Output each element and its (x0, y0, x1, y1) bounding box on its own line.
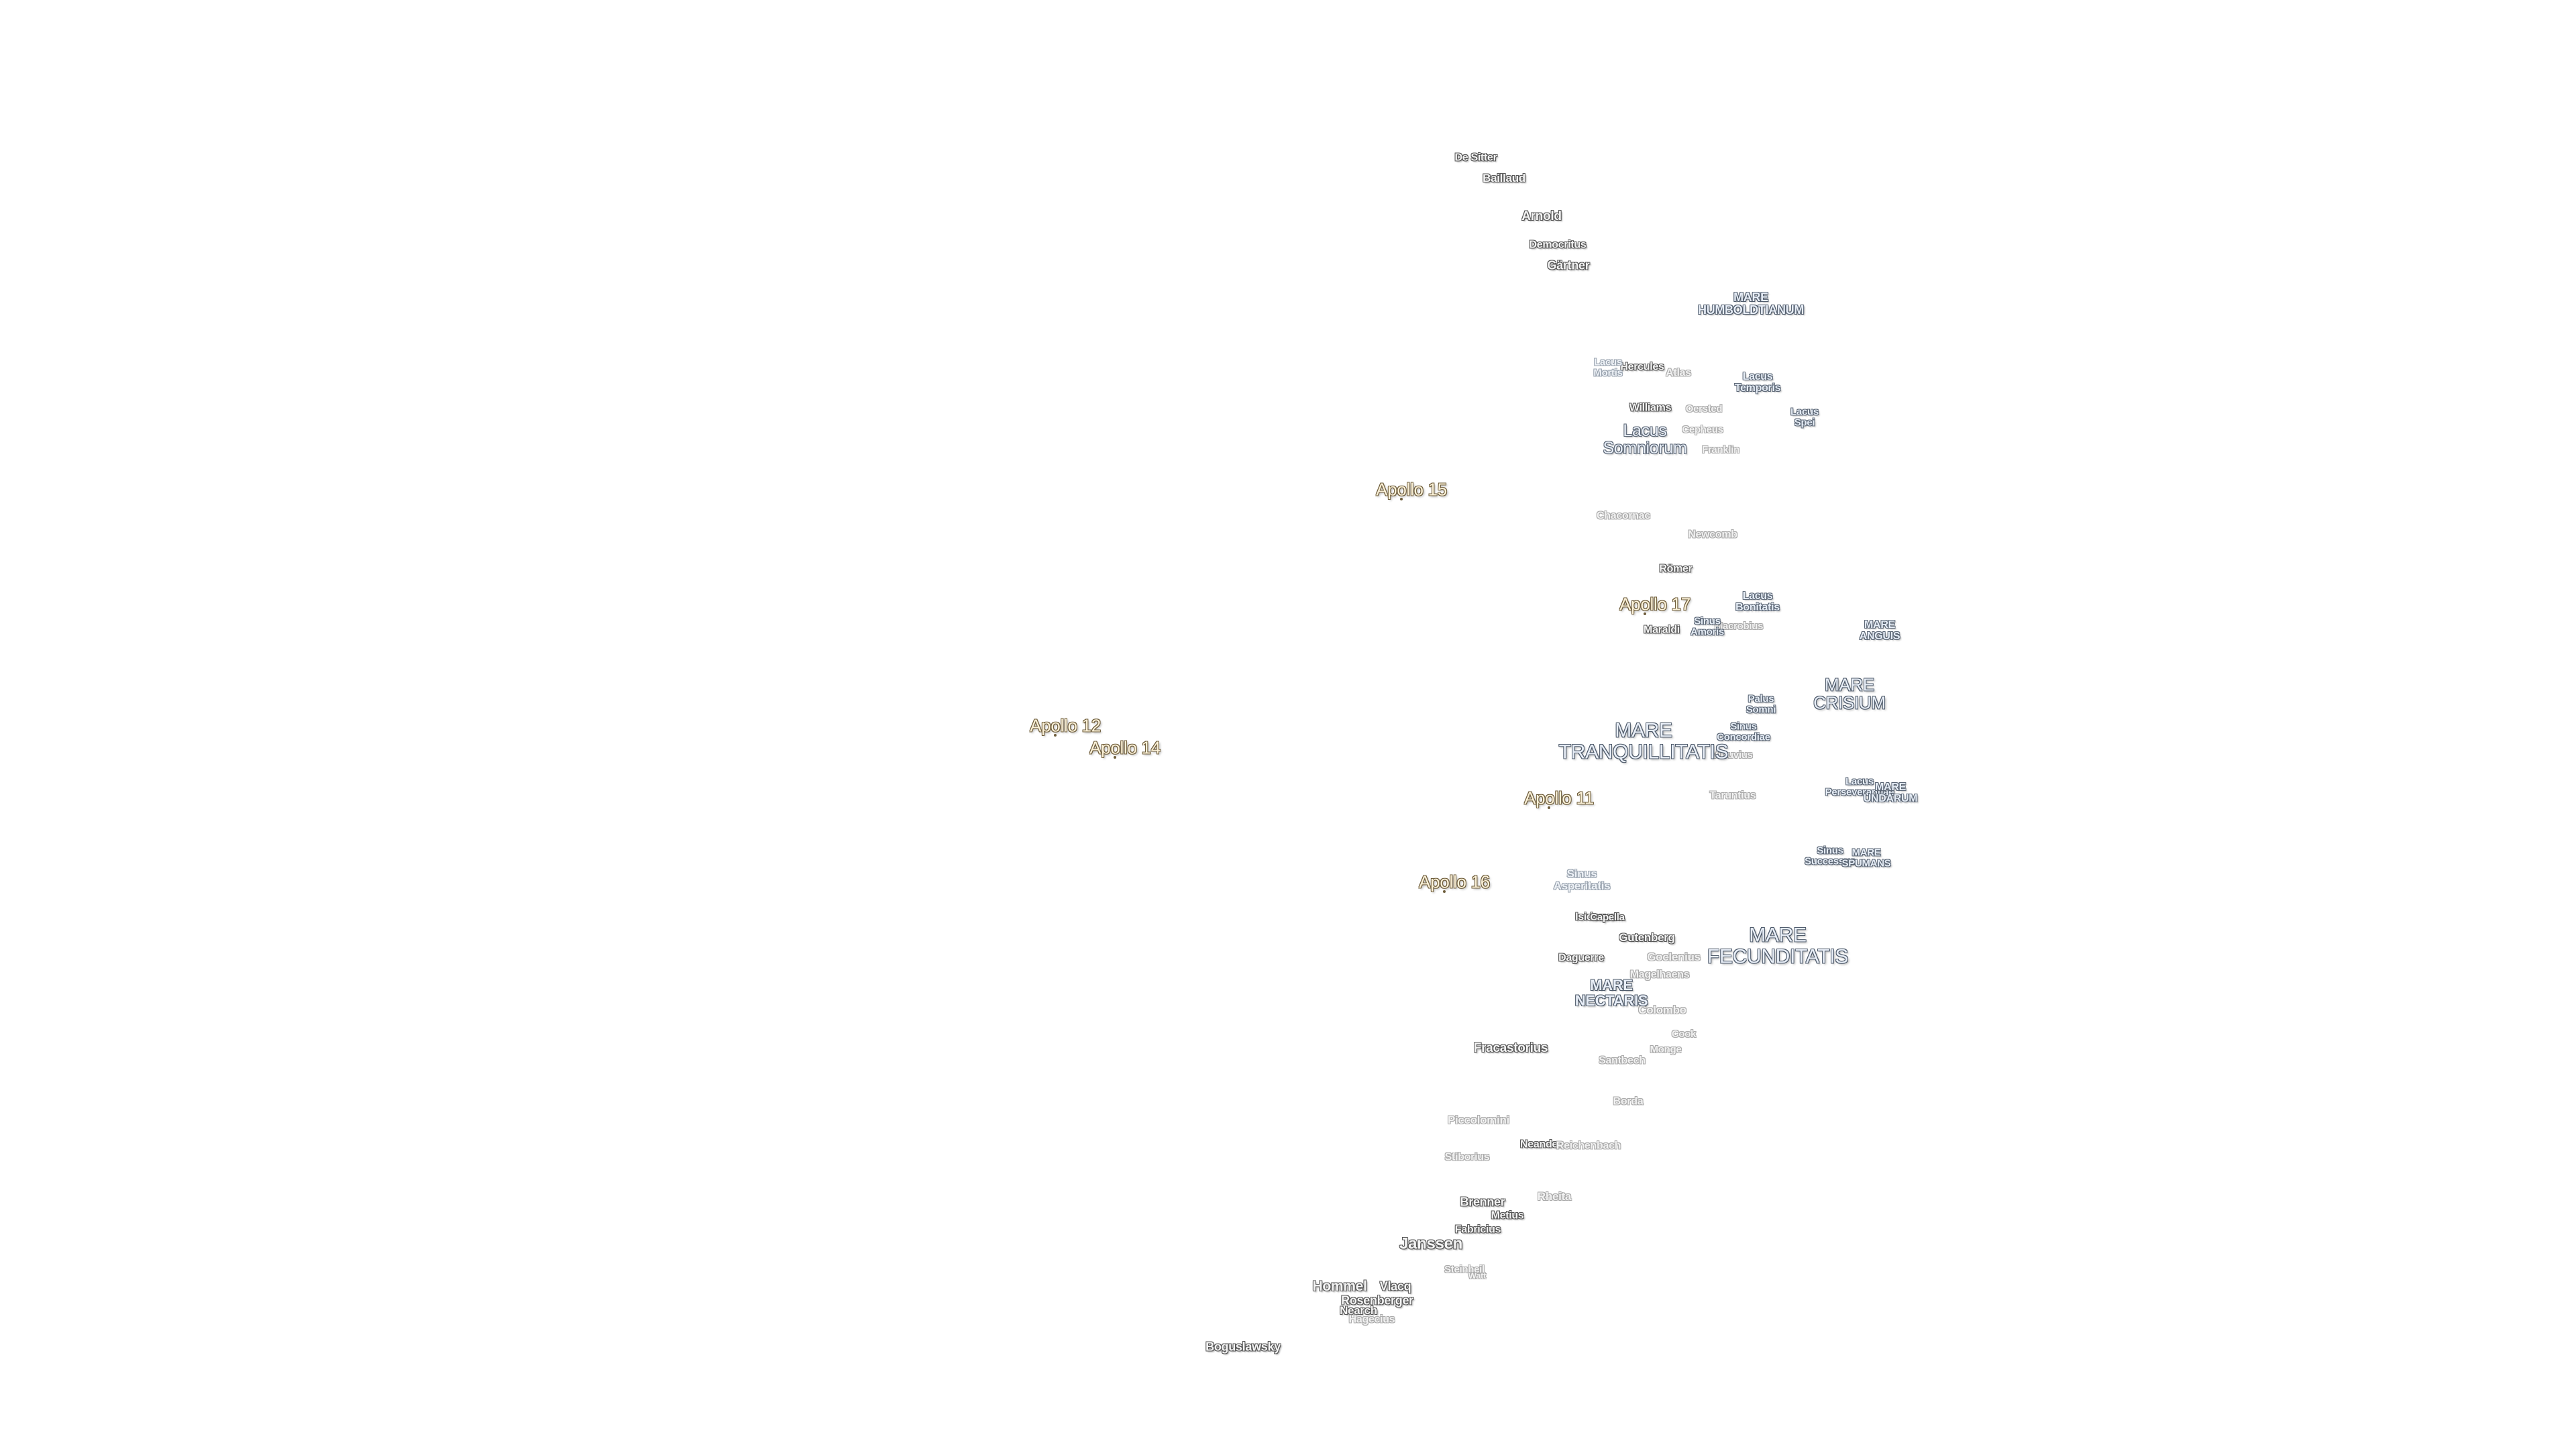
crater-label-steinheil: Steinheil (1444, 1264, 1485, 1276)
apollo-site-apollo-11: Apollo 11 (1524, 788, 1594, 808)
crater-label-reichenbach: Reichenbach (1556, 1140, 1621, 1152)
crater-label-oersted: Oersted (1685, 403, 1723, 415)
apollo-landing-marker (1443, 890, 1446, 893)
crater-label-rheita: Rheita (1537, 1190, 1572, 1203)
crater-label-metius: Metius (1491, 1210, 1524, 1222)
apollo-landing-marker (1114, 756, 1116, 759)
apollo-site-apollo-12: Apollo 12 (1030, 715, 1101, 736)
crater-label-janssen: Janssen (1399, 1234, 1462, 1253)
crater-label-vlacq: Vlacq (1379, 1279, 1411, 1293)
crater-label-boguslawsky: Boguslawsky (1205, 1340, 1281, 1354)
crater-label-colombo: Colombo (1638, 1004, 1686, 1017)
crater-label-cook: Cook (1671, 1028, 1697, 1040)
crater-label-borda: Borda (1613, 1095, 1644, 1108)
crater-label-brenner: Brenner (1460, 1195, 1505, 1209)
crater-label-piccolomini: Piccolomini (1447, 1114, 1510, 1127)
crater-label-maraldi: Maraldi (1644, 624, 1680, 636)
crater-label-fracastorius: Fracastorius (1473, 1041, 1548, 1056)
crater-label-newcomb: Newcomb (1688, 529, 1737, 541)
crater-label-goclenius: Goclenius (1647, 951, 1701, 964)
crater-label-cepheus: Cepheus (1682, 424, 1723, 436)
crater-label-de-sitter: De Sitter (1454, 152, 1497, 164)
crater-label-franklin: Franklin (1702, 444, 1739, 456)
crater-label-gutenberg: Gutenberg (1619, 931, 1675, 945)
crater-label-neander: Neander (1520, 1138, 1562, 1150)
apollo-site-apollo-15: Apollo 15 (1376, 479, 1447, 500)
crater-label-watt: Watt (1468, 1271, 1487, 1281)
crater-label-atlas: Atlas (1666, 367, 1691, 379)
crater-label-chacornac: Chacornac (1597, 510, 1650, 522)
crater-label-gartner: Gärtner (1547, 258, 1590, 272)
crater-label-hagecius: Hagecius (1348, 1313, 1395, 1326)
crater-label-monge: Monge (1650, 1044, 1682, 1056)
crater-label-stiborius: Stiborius (1444, 1151, 1490, 1163)
crater-label-taruntius: Taruntius (1709, 790, 1756, 802)
crater-label-capella: Capella (1590, 912, 1625, 924)
crater-label-romer: Römer (1659, 563, 1693, 575)
apollo-site-apollo-14: Apollo 14 (1089, 737, 1161, 758)
crater-label-isidorus: Isidorus (1575, 911, 1615, 923)
crater-label-vitruvius: Vitruvius (1711, 749, 1753, 761)
crater-label-hommel: Hommel (1312, 1278, 1367, 1294)
apollo-landing-marker (1548, 806, 1550, 809)
crater-label-nearch: Nearch (1340, 1304, 1377, 1318)
crater-label-hercules: Hercules (1620, 361, 1664, 373)
crater-label-fabricius: Fabricius (1454, 1224, 1501, 1236)
crater-label-bailaud: Baillaud (1483, 172, 1525, 185)
crater-label-daguerre: Daguerre (1558, 952, 1604, 964)
crater-label-santbech: Santbech (1599, 1055, 1646, 1067)
apollo-landing-marker (1054, 734, 1057, 737)
apollo-site-apollo-16: Apollo 16 (1419, 871, 1490, 892)
apollo-landing-marker (1400, 498, 1403, 500)
apollo-landing-marker (1644, 612, 1646, 615)
crater-label-macrobius: Macrobius (1714, 621, 1764, 633)
crater-label-rosenberger: Rosenberger (1341, 1293, 1413, 1307)
apollo-site-apollo-17: Apollo 17 (1619, 594, 1690, 614)
crater-label-williams: Williams (1629, 402, 1672, 414)
crater-label-magelhaens: Magelhaens (1629, 969, 1690, 981)
crater-label-democritus: Democritus (1529, 239, 1587, 251)
crater-label-arnold: Arnold (1521, 209, 1562, 224)
